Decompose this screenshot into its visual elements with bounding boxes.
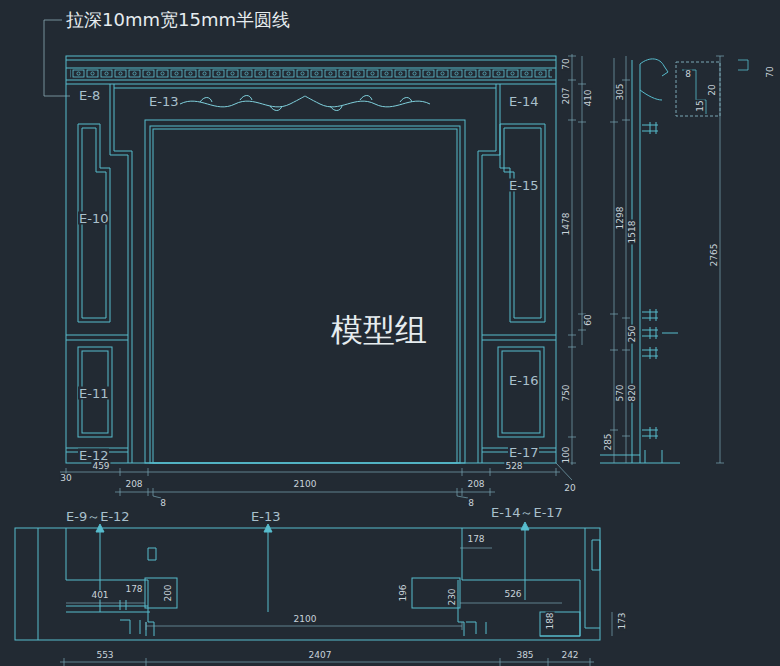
dimension: 60 <box>584 313 593 326</box>
panel-callout: E-8 <box>78 89 101 102</box>
dimension: 20 <box>708 83 717 96</box>
dimension: 250 <box>628 324 637 343</box>
note-text: 拉深10mm宽15mm半圆线 <box>65 11 291 29</box>
dimension: 196 <box>399 583 408 602</box>
dimension: 20 <box>563 484 576 493</box>
panel-callout: E-17 <box>508 446 539 459</box>
panel-callout: E-15 <box>508 179 539 192</box>
dimension: 100 <box>562 445 571 464</box>
dimension: 2100 <box>293 615 318 624</box>
dimension: 2100 <box>293 480 318 489</box>
watermark: 模型组 <box>330 314 428 346</box>
dimension: 459 <box>91 462 110 471</box>
dimension: 173 <box>618 611 627 630</box>
dimension: 8 <box>467 499 475 508</box>
dimension: 385 <box>515 651 534 660</box>
panel-callout: E-13 <box>148 95 179 108</box>
dimension: 410 <box>584 88 593 107</box>
dimension: 208 <box>124 480 143 489</box>
panel-callout: E-10 <box>78 212 109 225</box>
dimension: 570 <box>616 383 625 402</box>
view-callout: E-13 <box>250 510 281 523</box>
dimension: 178 <box>124 585 143 594</box>
dimension: 230 <box>448 587 457 606</box>
view-callout: E-14～E-17 <box>490 506 564 519</box>
panel-callout: E-11 <box>78 387 109 400</box>
view-callout: E-9～E-12 <box>65 510 131 523</box>
dimension: 178 <box>466 535 485 544</box>
dimension: 1518 <box>628 220 637 245</box>
dimension: 750 <box>562 383 571 402</box>
panel-callout: E-12 <box>78 449 109 462</box>
dimension: 15 <box>696 99 705 112</box>
dimension: 1478 <box>562 212 571 237</box>
dimension: 528 <box>504 462 523 471</box>
dimension: 285 <box>604 432 613 451</box>
dimension: 526 <box>503 590 522 599</box>
panel-callout: E-14 <box>508 95 539 108</box>
dimension: 8 <box>159 499 167 508</box>
dimension: 2765 <box>710 243 719 268</box>
dimension: 70 <box>766 65 775 78</box>
dimension: 242 <box>560 651 579 660</box>
dimension: 208 <box>466 480 485 489</box>
dimension: 8 <box>684 70 692 79</box>
dimension: 207 <box>562 86 571 105</box>
dimension: 188 <box>546 611 555 630</box>
dimension: 30 <box>59 474 72 483</box>
dimension: 70 <box>562 57 571 70</box>
dimension: 401 <box>90 591 109 600</box>
dimension: 200 <box>164 583 173 602</box>
dimension: 820 <box>628 383 637 402</box>
dimension: 2407 <box>308 651 333 660</box>
dimension: 553 <box>95 651 114 660</box>
panel-callout: E-16 <box>508 374 539 387</box>
dimension: 1298 <box>616 206 625 231</box>
dimension: 305 <box>616 82 625 101</box>
